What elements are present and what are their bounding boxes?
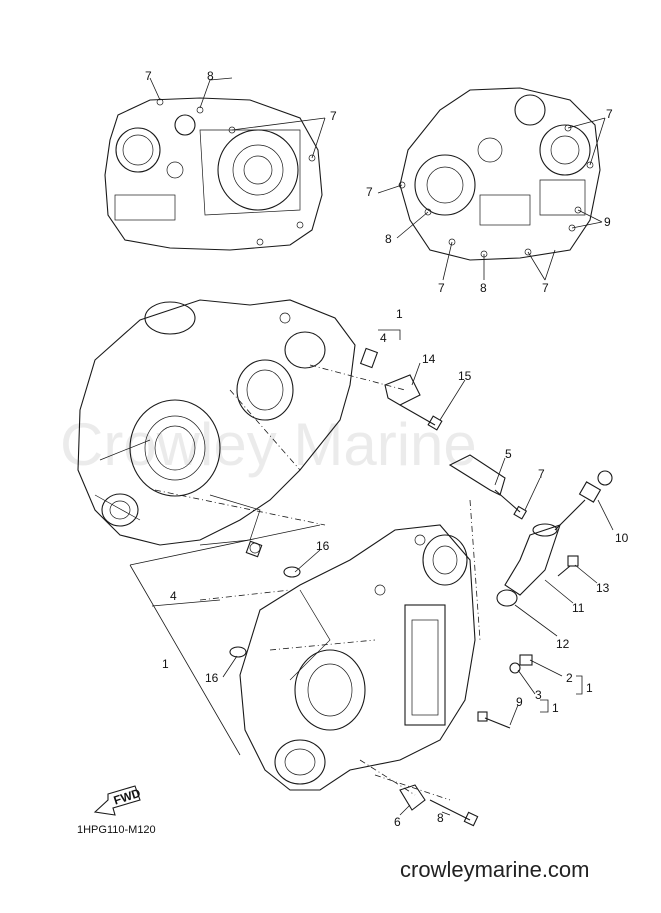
fwd-arrow-icon: FWD <box>93 785 142 816</box>
crankcase-1-lower <box>239 524 476 791</box>
callout-14: 14 <box>422 352 436 366</box>
dowel-16 <box>229 566 301 658</box>
callout-1: 1 <box>162 657 169 671</box>
callout-5: 5 <box>505 447 512 461</box>
sensor-6 <box>399 784 426 811</box>
callout-1: 1 <box>586 681 593 695</box>
plate-5 <box>448 454 528 520</box>
callout-8: 8 <box>207 69 214 83</box>
bolt-13 <box>557 555 579 577</box>
callout-12: 12 <box>556 637 570 651</box>
callout-7: 7 <box>330 109 337 123</box>
callout-8: 8 <box>437 811 444 825</box>
callout-6: 6 <box>394 815 401 829</box>
callout-7: 7 <box>538 467 545 481</box>
watermark: Crowley Marine <box>60 411 477 478</box>
crankcase-1-upper <box>77 299 356 554</box>
callout-4: 4 <box>380 331 387 345</box>
filler-tube-11 <box>504 523 561 596</box>
callout-15: 15 <box>458 369 472 383</box>
diagram-code: 1HPG110-M120 <box>77 824 156 836</box>
callout-10: 10 <box>615 531 629 545</box>
callout-7: 7 <box>542 281 549 295</box>
website-link[interactable]: crowleymarine.com <box>400 857 590 882</box>
callout-7: 7 <box>438 281 445 295</box>
dipstick-10 <box>554 470 613 531</box>
bolt-8 <box>429 799 479 827</box>
o-ring-12 <box>496 589 518 607</box>
callout-9: 9 <box>516 695 523 709</box>
callout-7: 7 <box>145 69 152 83</box>
bolt-9 <box>477 711 511 729</box>
callout-16: 16 <box>205 671 219 685</box>
bolt-15 <box>399 404 443 431</box>
bracket-14 <box>384 374 421 406</box>
callout-3: 3 <box>535 688 542 702</box>
callout-7: 7 <box>606 107 613 121</box>
crankcase-right-view <box>398 87 601 261</box>
callout-4: 4 <box>170 589 177 603</box>
callout-16: 16 <box>316 539 330 553</box>
dowel-pin-4 <box>245 347 379 558</box>
callout-9: 9 <box>604 215 611 229</box>
callout-1: 1 <box>552 701 559 715</box>
crankcase-left-view <box>104 97 323 251</box>
callout-8: 8 <box>385 232 392 246</box>
plug-2-3 <box>509 654 533 674</box>
callout-7: 7 <box>366 185 373 199</box>
callout-13: 13 <box>596 581 610 595</box>
callout-11: 11 <box>572 601 585 615</box>
callout-2: 2 <box>566 671 573 685</box>
callout-8: 8 <box>480 281 487 295</box>
callout-1: 1 <box>396 307 403 321</box>
